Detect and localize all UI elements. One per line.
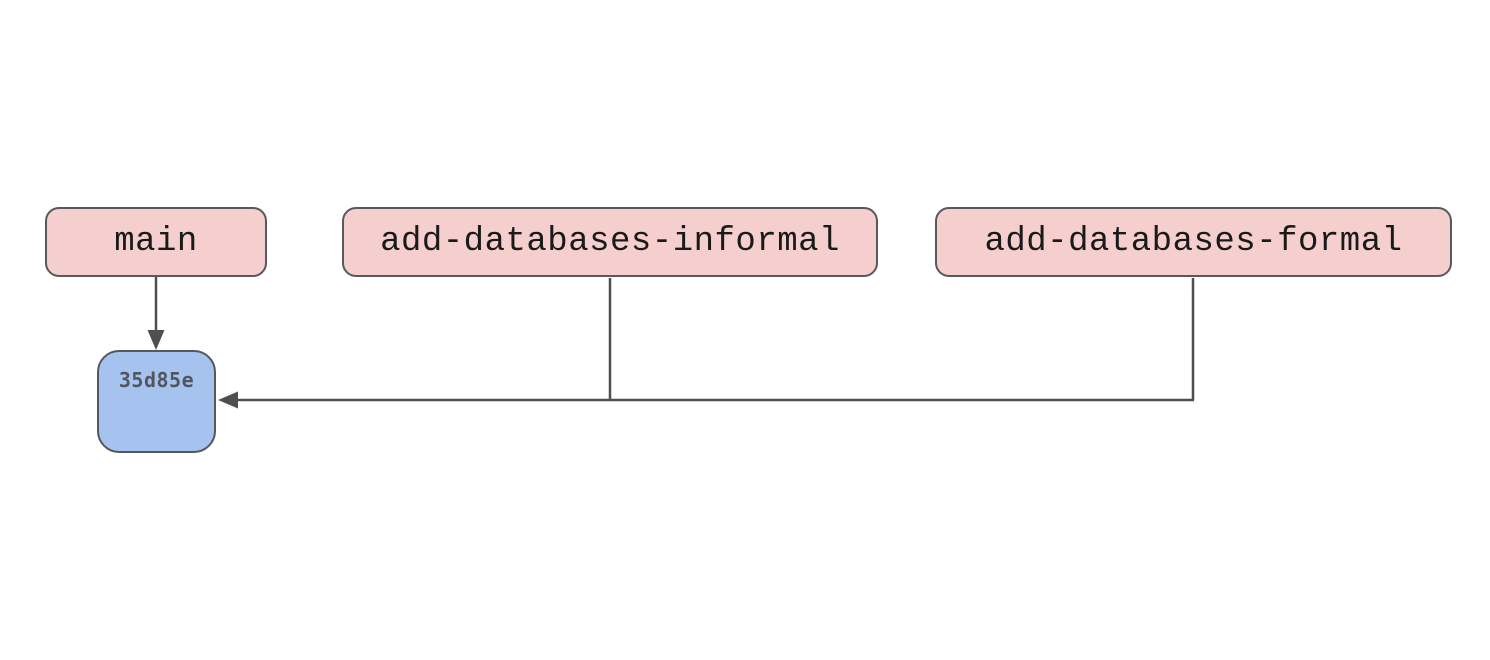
commit-node-35d85e: 35d85e <box>97 350 216 453</box>
commit-hash-label: 35d85e <box>118 368 195 392</box>
edge-main-to-35d85e <box>147 277 165 350</box>
branch-label-main-text: main <box>114 223 198 261</box>
branch-label-add-databases-informal-text: add-databases-informal <box>380 223 840 261</box>
arrowhead-down-icon <box>147 330 165 350</box>
branch-label-add-databases-informal: add-databases-informal <box>342 207 878 277</box>
arrowhead-left-icon <box>218 391 238 409</box>
branch-label-add-databases-formal: add-databases-formal <box>935 207 1452 277</box>
edge-add-databases-formal-to-35d85e <box>218 278 1195 409</box>
branch-label-add-databases-formal-text: add-databases-formal <box>984 223 1403 261</box>
branch-label-main: main <box>45 207 267 277</box>
